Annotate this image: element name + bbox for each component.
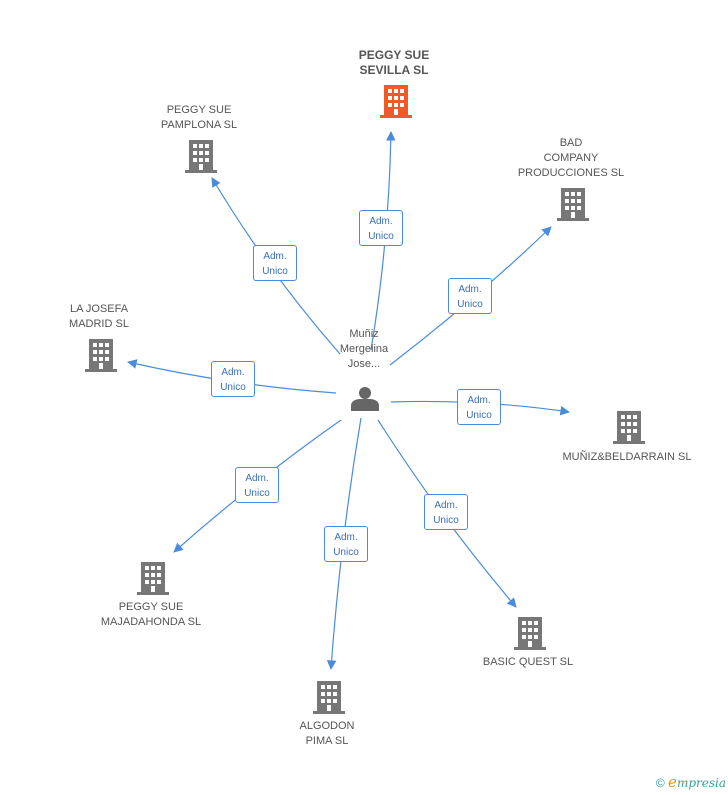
edge-label-peggy-sue-pamplona: Adm. Unico [253,245,297,281]
edge-label-la-josefa: Adm. Unico [211,361,255,397]
building-icon[interactable] [380,85,412,118]
copyright-icon: © [655,776,665,790]
building-icon[interactable] [137,562,169,595]
building-icon[interactable] [313,681,345,714]
edge-label-algodon-pima: Adm. Unico [324,526,368,562]
company-name-muniz-beldarrain[interactable]: MUÑIZ&BELDARRAIN SL [562,451,692,463]
edge-label-peggy-sue-majadahonda: Adm. Unico [235,467,279,503]
company-name-peggy-sue-majadahonda[interactable]: PEGGY SUE MAJADAHONDA SL [100,601,202,628]
edge-label-muniz-beldarrain: Adm. Unico [457,389,501,425]
company-name-bad-company[interactable]: BAD COMPANY PRODUCCIONES SL [517,137,625,179]
brand-name: mpresia [676,776,726,790]
building-icon[interactable] [514,617,546,650]
edge-label-bad-company: Adm. Unico [448,278,492,314]
edge-label-peggy-sue-sevilla: Adm. Unico [359,210,403,246]
building-icon[interactable] [613,411,645,444]
company-name-la-josefa[interactable]: LA JOSEFA MADRID SL [69,303,129,330]
company-name-peggy-sue-pamplona[interactable]: PEGGY SUE PAMPLONA SL [160,104,238,131]
person-icon [351,387,379,411]
company-name-basic-quest[interactable]: BASIC QUEST SL [482,656,574,668]
building-icon[interactable] [85,339,117,372]
person-name[interactable]: Muñiz Mergelina Jose... [339,328,389,370]
building-icon[interactable] [185,140,217,173]
company-name-algodon-pima[interactable]: ALGODON PIMA SL [299,720,355,747]
edge-label-basic-quest: Adm. Unico [424,494,468,530]
company-name-peggy-sue-sevilla[interactable]: PEGGY SUE SEVILLA SL [358,48,430,77]
building-icon[interactable] [557,188,589,221]
brand-initial: e [668,773,677,791]
footer-brand[interactable]: © empresia [656,773,726,791]
